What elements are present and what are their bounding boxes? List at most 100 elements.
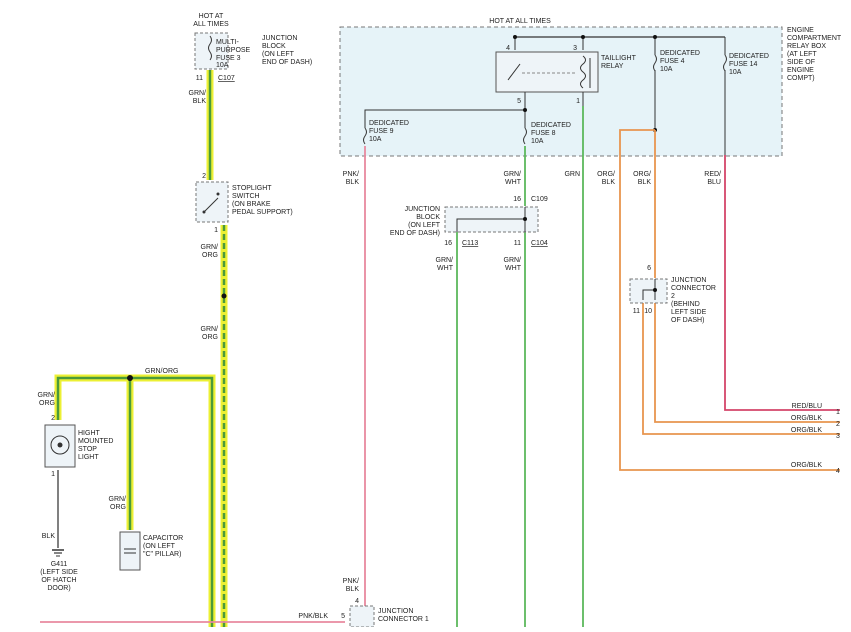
capacitor-icon [124, 548, 136, 554]
grnorg-label-b1: GRN/ [201, 326, 219, 333]
colored-wires-right [40, 106, 840, 627]
df4-label-1: DEDICATED [660, 50, 700, 57]
c113-label: C113 [462, 240, 478, 247]
g411-label-4: DOOR) [47, 585, 70, 592]
ecrb-label-7: COMPT) [787, 75, 815, 82]
jc2-label-4: (BEHIND [671, 301, 700, 308]
grnorg-label-d1: GRN/ [109, 496, 127, 503]
capacitor-label-1: CAPACITOR [143, 535, 183, 542]
pin-1-light: 1 [51, 471, 55, 478]
mpf-label-2: PURPOSE [216, 47, 251, 54]
hot-at-all-times-left-2: ALL TIMES [193, 21, 229, 28]
grnblk-label-1: GRN/ [189, 90, 207, 97]
df8-label-1: DEDICATED [531, 122, 571, 129]
relay-box-bus [513, 35, 726, 55]
hot-at-all-times-top: HOT AT ALL TIMES [489, 18, 551, 25]
mpf-label-4: 10A [216, 62, 229, 69]
df8-label-3: 10A [531, 138, 544, 145]
fuse-3-icon [208, 35, 212, 61]
out-orgblk-c-label: ORG/BLK [791, 462, 822, 469]
jc2-label-5: LEFT SIDE [671, 309, 707, 316]
highlighted-circuit [54, 70, 228, 627]
capacitor-label-2: (ON LEFT [143, 543, 176, 550]
stoplight-label-4: PEDAL SUPPORT) [232, 209, 293, 216]
orgblk-label-b1: ORG/ [633, 171, 651, 178]
capacitor-box [119, 531, 141, 571]
hmsl-label-3: STOP [78, 446, 97, 453]
out-pin-3: 3 [836, 433, 840, 440]
jc2-label-2: CONNECTOR [671, 285, 716, 292]
grnorg-label-c2: ORG [39, 400, 55, 407]
junction-connector-2 [629, 278, 668, 304]
pin-11-c104: 11 [514, 240, 521, 247]
taillight-relay-label-2: RELAY [601, 63, 624, 70]
relay-pin-4: 4 [506, 45, 510, 52]
blk-label: BLK [42, 533, 56, 540]
hmsl-label-4: LIGHT [78, 454, 99, 461]
pnkblk-label-2: BLK [346, 179, 360, 186]
orgblk-label-b2: BLK [638, 179, 652, 186]
junction-connector-2-wires [642, 279, 657, 300]
jb-mid-label-1: JUNCTION [405, 206, 440, 213]
labels: HOT AT ALL TIMES HOT AT ALL TIMES MULTI-… [38, 13, 842, 623]
jc2-label-6: OF DASH) [671, 317, 704, 324]
jc2-label-1: JUNCTION [671, 277, 706, 284]
out-pin-2: 2 [836, 421, 840, 428]
hot-at-all-times-left-1: HOT AT [199, 13, 224, 20]
pnkblk-label-b1: PNK/ [343, 578, 359, 585]
ecrb-label-6: ENGINE [787, 67, 814, 74]
df4-label-2: FUSE 4 [660, 58, 685, 65]
df14-label-1: DEDICATED [729, 53, 769, 60]
grn-label: GRN [564, 171, 580, 178]
pin-11-top: 11 [196, 75, 203, 82]
junction-block-mid-wires [456, 207, 527, 232]
switch-icon [202, 192, 220, 214]
stoplight-label-2: SWITCH [232, 193, 260, 200]
df14-label-3: 10A [729, 69, 742, 76]
df9-label-3: 10A [369, 136, 382, 143]
out-orgblk-b-label: ORG/BLK [791, 427, 822, 434]
g411-label-1: G411 [51, 561, 68, 568]
pin-6-jc2: 6 [647, 265, 651, 272]
grnorg-label-c1: GRN/ [38, 392, 56, 399]
hmsl-label-1: HIGHT [78, 430, 101, 437]
df9-label-1: DEDICATED [369, 120, 409, 127]
ecrb-label-1: ENGINE [787, 27, 814, 34]
mpf-label-1: MULTI- [216, 39, 239, 46]
g411-label-2: (LEFT SIDE [40, 569, 78, 576]
grnwht-label-2: WHT [505, 179, 522, 186]
jb-top-label-3: (ON LEFT [262, 51, 295, 58]
grnorg-label-b2: ORG [202, 334, 218, 341]
orgblk-label-a1: ORG/ [597, 171, 615, 178]
c109-label: C109 [531, 196, 548, 203]
mpf-label-3: FUSE 3 [216, 55, 241, 62]
pnkblk-label-1: PNK/ [343, 171, 359, 178]
out-redblu-label: RED/BLU [792, 403, 822, 410]
g411-label-3: OF HATCH [41, 577, 76, 584]
jc1-label-1: JUNCTION [378, 608, 413, 615]
pin-11-jc2: 11 [633, 308, 640, 315]
grnwht-label-b1: GRN/ [436, 257, 454, 264]
relay-box-internal-wires [364, 70, 726, 155]
junction-connector-1 [349, 605, 375, 628]
redblu-label-2: BLU [707, 179, 721, 186]
relay-icon [507, 55, 591, 89]
pin-16-c109: 16 [513, 196, 521, 203]
grnorg-horizontal-label: GRN/ORG [145, 368, 178, 375]
relay-pin-5: 5 [517, 98, 521, 105]
jc2-label-3: 2 [671, 293, 675, 300]
hmsl-label-2: MOUNTED [78, 438, 113, 445]
ground-symbol [52, 549, 64, 557]
c107-label: C107 [218, 75, 235, 82]
jc1-label-2: CONNECTOR 1 [378, 616, 429, 623]
out-pin-4: 4 [836, 468, 840, 475]
stoplight-label-1: STOPLIGHT [232, 185, 272, 192]
relay-pin-1: 1 [576, 98, 580, 105]
jb-top-label-2: BLOCK [262, 43, 286, 50]
fuse-icons [363, 54, 727, 145]
ecrb-label-2: COMPARTMENT [787, 35, 842, 42]
relay-pin-3: 3 [573, 45, 577, 52]
lamp-icon [50, 435, 70, 455]
ecrb-label-4: (AT LEFT [787, 51, 817, 58]
pin-10-jc2: 10 [644, 308, 652, 315]
